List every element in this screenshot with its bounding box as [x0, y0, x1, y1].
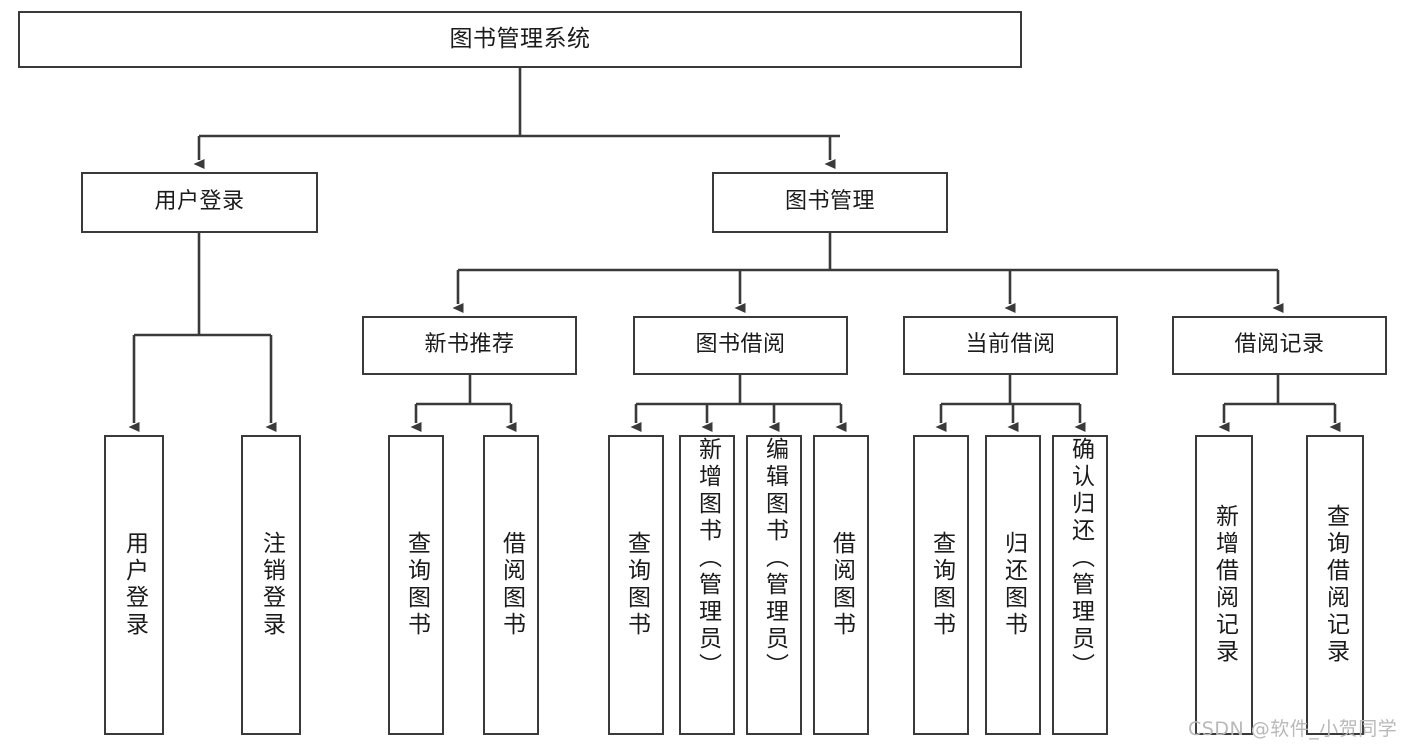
node-leaf-user-login-label: 用户登录	[121, 531, 148, 639]
node-book-manage[interactable]: 图书管理	[712, 172, 948, 233]
csdn-watermark: CSDN @软件_小贺同学	[1188, 718, 1398, 740]
node-leaf-add-book-label: 新增图书（管理员）	[694, 437, 721, 680]
node-leaf-user-login[interactable]: 用户登录	[104, 435, 164, 735]
node-leaf-borrow-book-2[interactable]: 借阅图书	[813, 435, 869, 735]
node-borrow-record-label: 借阅记录	[1234, 332, 1325, 358]
node-book-manage-label: 图书管理	[784, 189, 875, 215]
node-leaf-edit-book-label: 编辑图书（管理员）	[761, 437, 788, 680]
node-user-login-label: 用户登录	[154, 189, 245, 215]
node-leaf-return-book-label: 归还图书	[1000, 531, 1027, 639]
node-current-borrow-label: 当前借阅	[965, 332, 1056, 358]
node-leaf-query-record-label: 查询借阅记录	[1322, 504, 1349, 666]
node-current-borrow[interactable]: 当前借阅	[903, 316, 1118, 375]
node-leaf-borrow-book-1[interactable]: 借阅图书	[483, 435, 539, 735]
node-leaf-borrow-book-1-label: 借阅图书	[498, 531, 525, 639]
node-leaf-user-logout[interactable]: 注销登录	[241, 435, 301, 735]
node-leaf-add-book[interactable]: 新增图书（管理员）	[679, 435, 735, 735]
node-book-borrow-label: 图书借阅	[695, 332, 786, 358]
node-leaf-return-book[interactable]: 归还图书	[985, 435, 1041, 735]
node-book-borrow[interactable]: 图书借阅	[633, 316, 848, 375]
node-new-book-recommend-label: 新书推荐	[424, 332, 515, 358]
node-user-login[interactable]: 用户登录	[81, 172, 318, 233]
node-leaf-confirm-return[interactable]: 确认归还（管理员）	[1052, 435, 1108, 735]
node-leaf-query-book-2-label: 查询图书	[623, 531, 650, 639]
node-leaf-query-book-1[interactable]: 查询图书	[388, 435, 444, 735]
node-leaf-add-record[interactable]: 新增借阅记录	[1195, 435, 1253, 735]
node-leaf-query-book-3-label: 查询图书	[928, 531, 955, 639]
node-leaf-edit-book[interactable]: 编辑图书（管理员）	[746, 435, 802, 735]
node-leaf-add-record-label: 新增借阅记录	[1211, 504, 1238, 666]
node-leaf-query-book-2[interactable]: 查询图书	[608, 435, 664, 735]
node-root-label: 图书管理系统	[449, 25, 591, 52]
node-leaf-borrow-book-2-label: 借阅图书	[828, 531, 855, 639]
node-leaf-query-record[interactable]: 查询借阅记录	[1306, 435, 1364, 735]
node-leaf-confirm-return-label: 确认归还（管理员）	[1067, 437, 1094, 680]
node-leaf-user-logout-label: 注销登录	[258, 531, 285, 639]
node-root[interactable]: 图书管理系统	[18, 11, 1022, 68]
node-leaf-query-book-3[interactable]: 查询图书	[913, 435, 969, 735]
node-new-book-recommend[interactable]: 新书推荐	[362, 316, 577, 375]
node-leaf-query-book-1-label: 查询图书	[403, 531, 430, 639]
node-borrow-record[interactable]: 借阅记录	[1172, 316, 1387, 375]
